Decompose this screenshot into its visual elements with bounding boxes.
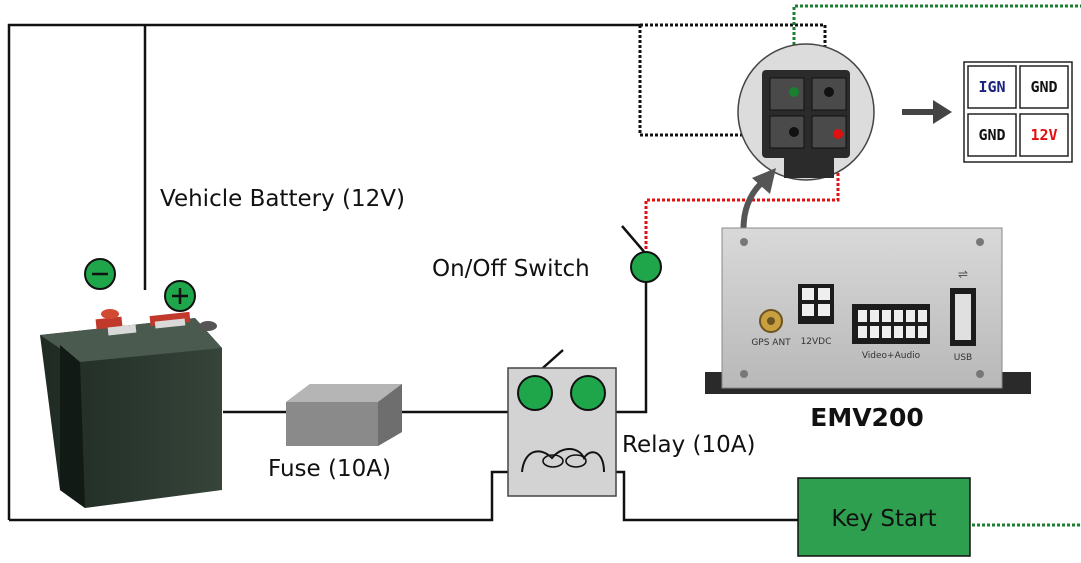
battery-negative-terminal-icon [84, 258, 116, 290]
vehicle-battery [40, 309, 222, 508]
switch-lever [621, 225, 647, 255]
fuse-label: Fuse (10A) [268, 456, 391, 482]
ground-loop-wire [7, 23, 640, 520]
key-start-box [797, 477, 971, 557]
battery-ground-wire [9, 470, 508, 522]
battery-label: Vehicle Battery (12V) [160, 186, 405, 212]
switch-toggle-icon [630, 251, 662, 283]
port-power-label: 12VDC [801, 337, 832, 347]
relay-to-switch-wire [616, 280, 648, 414]
pin-gnd-top-label: GND [1030, 78, 1057, 96]
battery-positive-terminal-icon [164, 280, 196, 312]
relay-label: Relay (10A) [622, 432, 755, 458]
port-video-label: Video+Audio [862, 351, 921, 361]
power-connector-zoom [737, 43, 875, 181]
pinout-table: IGN GND GND 12V [963, 61, 1073, 163]
wires [7, 23, 798, 522]
port-gps-label: GPS ANT [751, 338, 791, 348]
relay-to-keystart-wire [616, 470, 798, 522]
device-label: EMV200 [810, 403, 924, 432]
relay-block [507, 367, 617, 497]
switch-label: On/Off Switch [432, 256, 590, 282]
pin-12v-label: 12V [1030, 126, 1057, 144]
relay-coil-icon [521, 448, 605, 473]
pin-gnd-bottom-label: GND [978, 126, 1005, 144]
emv200-device: ⇌ GPS ANT 12VDC Video+Audio USB [705, 227, 1031, 394]
key-start-label: Key Start [831, 506, 936, 532]
ground-dotted-wire [638, 25, 790, 137]
port-usb-label: USB [954, 353, 972, 363]
fuse-block [286, 384, 402, 446]
pin-ign-label: IGN [978, 78, 1005, 96]
pinout-arrow-icon [902, 100, 952, 124]
usb-symbol-icon: ⇌ [958, 267, 968, 281]
